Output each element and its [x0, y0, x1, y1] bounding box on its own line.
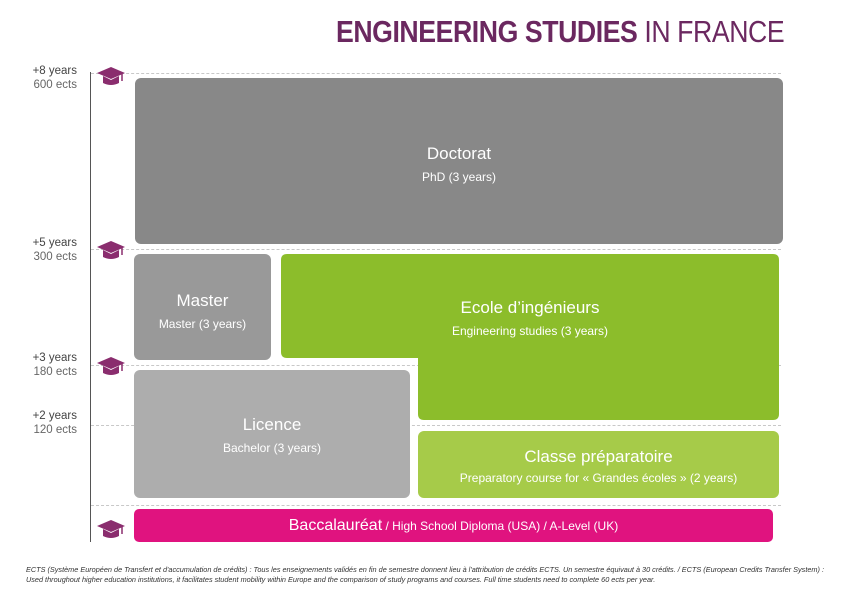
level-label-2: +2 years 120 ects: [25, 409, 77, 437]
guide-line-0: [91, 505, 781, 506]
level-label-3: +3 years 180 ects: [25, 351, 77, 379]
doctorat-box: Doctorat PhD (3 years): [135, 78, 783, 244]
classe-preparatoire-box: Classe préparatoire Preparatory course f…: [418, 431, 779, 498]
box-title: Doctorat: [426, 144, 492, 163]
box-subtitle: Bachelor (3 years): [222, 441, 322, 455]
graduation-cap-icon: [97, 241, 125, 259]
box-title: Classe préparatoire: [524, 447, 673, 466]
level-label-5: +5 years 300 ects: [25, 236, 77, 264]
box-subtitle: Preparatory course for « Grandes écoles …: [459, 471, 738, 485]
title-light: IN FRANCE: [644, 14, 784, 49]
graduation-cap-icon: [97, 67, 125, 85]
level-label-8: +8 years 600 ects: [25, 64, 77, 92]
box-title: Ecole d’ingénieurs: [460, 298, 600, 317]
box-title: Baccalauréat: [288, 517, 383, 534]
title-bold: ENGINEERING STUDIES: [335, 14, 638, 49]
level-years: +2 years: [32, 410, 77, 422]
graduation-cap-icon: [97, 357, 125, 375]
box-title: Licence: [242, 415, 302, 434]
box-subtitle: / High School Diploma (USA) / A-Level (U…: [382, 519, 619, 533]
ects-footnote: ECTS (Système Européen de Transfert et d…: [26, 565, 824, 584]
level-years: +8 years: [32, 65, 77, 77]
master-box: Master Master (3 years): [134, 254, 271, 360]
level-ects: 120 ects: [33, 424, 77, 436]
guide-line-2: [91, 425, 781, 426]
ecole-ingenieurs-shape: [281, 254, 779, 420]
licence-box: Licence Bachelor (3 years): [134, 370, 410, 498]
ecole-ingenieurs-box: Ecole d’ingénieurs Engineering studies (…: [281, 254, 779, 358]
years-axis: [90, 72, 91, 542]
guide-line-8: [91, 73, 781, 74]
box-title: Master: [176, 291, 229, 310]
graduation-cap-icon: [97, 520, 125, 538]
baccalaureat-box: Baccalauréat / High School Diploma (USA)…: [134, 509, 773, 542]
box-subtitle: Master (3 years): [158, 317, 247, 331]
level-ects: 600 ects: [33, 79, 77, 91]
guide-line-5: [91, 249, 781, 250]
page-title: ENGINEERING STUDIES IN FRANCE: [335, 14, 785, 50]
level-ects: 300 ects: [33, 251, 77, 263]
level-ects: 180 ects: [33, 366, 77, 378]
box-subtitle: Engineering studies (3 years): [451, 324, 609, 338]
level-years: +5 years: [32, 237, 77, 249]
box-subtitle: PhD (3 years): [421, 170, 497, 184]
level-years: +3 years: [32, 352, 77, 364]
